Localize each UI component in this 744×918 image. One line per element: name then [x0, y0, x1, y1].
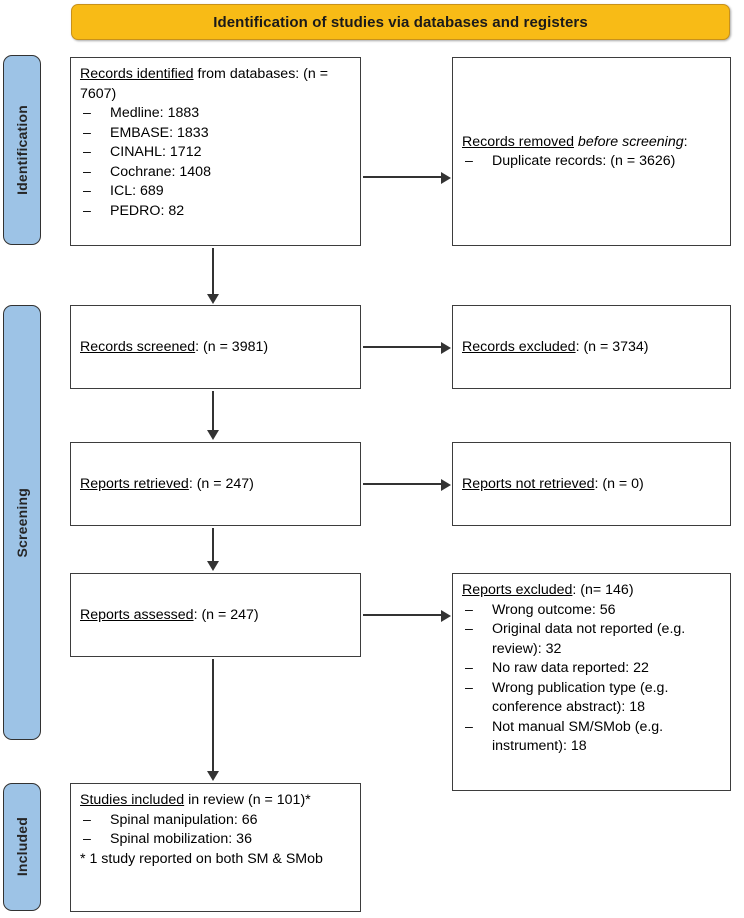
- box-records-removed-title-underlined: Records removed: [462, 133, 574, 150]
- box-studies-included-note: * 1 study reported on both SM & SMob: [80, 850, 323, 867]
- box-reports-assessed-title-underlined: Reports assessed: [80, 606, 194, 623]
- box-reports-retrieved-title-underlined: Reports retrieved: [80, 475, 189, 492]
- box-records-excluded-title: Records excluded: (n = 3734): [462, 338, 721, 358]
- stage-tab-included: Included: [3, 783, 41, 911]
- phase-banner-identification: Identification of studies via databases …: [71, 4, 730, 40]
- stage-tab-label-included: Included: [14, 817, 30, 877]
- box-reports-retrieved: Reports retrieved: (n = 247): [70, 442, 361, 526]
- arrow-screened-to-excluded: [363, 346, 442, 348]
- box-records-identified-title-rest: from databases: (n = 7607): [80, 66, 329, 102]
- arrow-retrieved-to-assessed: [212, 528, 214, 561]
- box-reports-retrieved-title: Reports retrieved: (n = 247): [80, 475, 351, 495]
- box-records-identified-title-underlined: Records identified: [80, 66, 194, 82]
- box-records-screened: Records screened: (n = 3981): [70, 305, 361, 389]
- box-reports-excluded-title-underlined: Reports excluded: [462, 582, 573, 598]
- box-records-removed: Records removed before screening: Duplic…: [452, 57, 731, 246]
- list-item: Wrong publication type (e.g. conference …: [462, 679, 721, 718]
- box-reports-excluded-list: Wrong outcome: 56 Original data not repo…: [462, 601, 721, 757]
- arrow-head-down-icon: [207, 430, 219, 440]
- arrow-head-down-icon: [207, 771, 219, 781]
- stage-tab-label-identification: Identification: [14, 105, 30, 195]
- arrow-head-right-icon: [441, 172, 451, 184]
- arrow-head-right-icon: [441, 610, 451, 622]
- box-records-identified: Records identified from databases: (n = …: [70, 57, 361, 246]
- box-records-removed-title-rest: :: [683, 133, 688, 150]
- arrow-screened-to-retrieved: [212, 391, 214, 430]
- box-reports-excluded: Reports excluded: (n= 146) Wrong outcome…: [452, 573, 731, 791]
- list-item: CINAHL: 1712: [80, 143, 351, 163]
- box-reports-excluded-title: Reports excluded: (n= 146): [462, 582, 634, 598]
- arrow-head-down-icon: [207, 294, 219, 304]
- box-studies-included: Studies included in review (n = 101)* Sp…: [70, 783, 361, 912]
- arrow-identified-to-screened: [212, 248, 214, 294]
- arrow-assessed-to-reports-excluded: [363, 614, 442, 616]
- stage-tab-label-screening: Screening: [14, 487, 30, 558]
- list-item: Not manual SM/SMob (e.g. instrument): 18: [462, 718, 721, 757]
- list-item: Medline: 1883: [80, 104, 351, 124]
- list-item: Spinal manipulation: 66: [80, 811, 351, 831]
- list-item: Duplicate records: (n = 3626): [462, 152, 721, 172]
- arrow-assessed-to-included: [212, 659, 214, 771]
- box-records-identified-title: Records identified from databases: (n = …: [80, 66, 328, 102]
- list-item: ICL: 689: [80, 182, 351, 202]
- arrow-head-down-icon: [207, 561, 219, 571]
- stage-tab-identification: Identification: [3, 55, 41, 245]
- box-records-excluded-title-rest: : (n = 3734): [575, 338, 649, 355]
- box-reports-not-retrieved-title-rest: : (n = 0): [594, 475, 644, 492]
- box-reports-retrieved-title-rest: : (n = 247): [188, 475, 254, 492]
- box-records-screened-title: Records screened: (n = 3981): [80, 338, 351, 358]
- box-records-excluded-title-underlined: Records excluded: [462, 338, 576, 355]
- box-reports-not-retrieved-title-underlined: Reports not retrieved: [462, 475, 595, 492]
- box-records-removed-title-italic: before screening: [573, 133, 684, 150]
- box-reports-assessed: Reports assessed: (n = 247): [70, 573, 361, 657]
- arrow-retrieved-to-not-retrieved: [363, 483, 442, 485]
- box-reports-assessed-title: Reports assessed: (n = 247): [80, 606, 351, 626]
- box-records-removed-title: Records removed before screening:: [462, 133, 721, 153]
- box-reports-assessed-title-rest: : (n = 247): [193, 606, 259, 623]
- arrow-identified-to-removed: [363, 176, 442, 178]
- stage-tab-screening: Screening: [3, 305, 41, 740]
- box-studies-included-list: Spinal manipulation: 66 Spinal mobilizat…: [80, 811, 351, 850]
- box-records-excluded: Records excluded: (n = 3734): [452, 305, 731, 389]
- list-item: Original data not reported (e.g. review)…: [462, 620, 721, 659]
- box-studies-included-title-underlined: Studies included: [80, 792, 185, 808]
- box-records-identified-list: Medline: 1883 EMBASE: 1833 CINAHL: 1712 …: [80, 104, 351, 221]
- arrow-head-right-icon: [441, 342, 451, 354]
- arrow-head-right-icon: [441, 479, 451, 491]
- box-records-screened-title-underlined: Records screened: [80, 338, 196, 355]
- list-item: No raw data reported: 22: [462, 659, 721, 679]
- list-item: Spinal mobilization: 36: [80, 830, 351, 850]
- phase-banner-label: Identification of studies via databases …: [213, 13, 588, 31]
- box-records-screened-title-rest: : (n = 3981): [195, 338, 269, 355]
- box-reports-excluded-title-rest: : (n= 146): [572, 582, 634, 598]
- list-item: PEDRO: 82: [80, 202, 351, 222]
- box-records-removed-list: Duplicate records: (n = 3626): [462, 152, 721, 172]
- list-item: EMBASE: 1833: [80, 124, 351, 144]
- list-item: Cochrane: 1408: [80, 163, 351, 183]
- box-studies-included-title: Studies included in review (n = 101)*: [80, 792, 311, 808]
- box-reports-not-retrieved-title: Reports not retrieved: (n = 0): [462, 475, 721, 495]
- box-reports-not-retrieved: Reports not retrieved: (n = 0): [452, 442, 731, 526]
- list-item: Wrong outcome: 56: [462, 601, 721, 621]
- box-studies-included-title-rest: in review (n = 101)*: [184, 792, 311, 808]
